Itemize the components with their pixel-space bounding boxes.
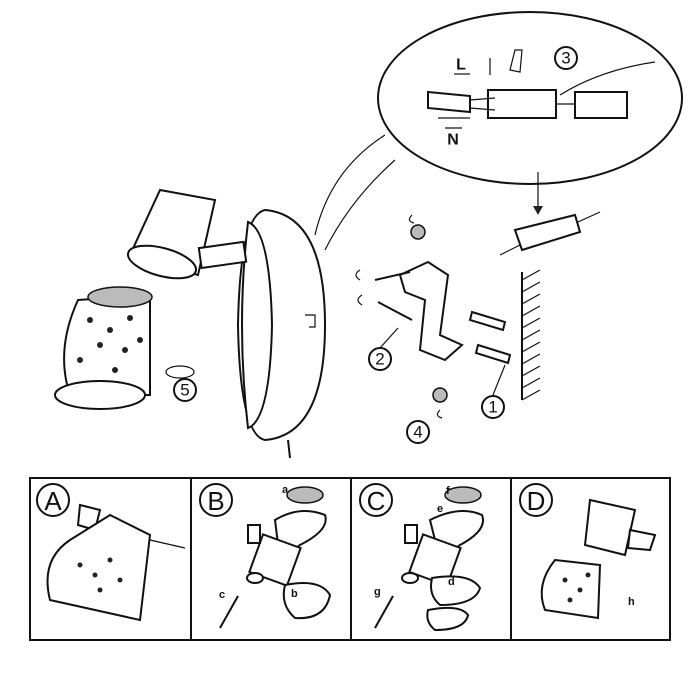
terminal-block <box>499 211 601 256</box>
step-1-badge <box>481 395 505 419</box>
marker-e: e <box>437 503 443 515</box>
panel-a: A <box>36 483 186 622</box>
step-1-number: 1 <box>488 398 497 417</box>
live-wire-label: L <box>456 57 466 74</box>
step-3-number: 3 <box>561 49 570 68</box>
wall-hatch <box>521 269 541 401</box>
marker-c: c <box>219 589 225 601</box>
marker-g: g <box>374 586 381 598</box>
step-2-number: 2 <box>375 350 384 369</box>
marker-f: f <box>446 485 450 497</box>
wiring-detail-balloon <box>314 11 683 251</box>
marker-b: b <box>291 588 298 600</box>
panel-c-label: C <box>367 486 386 516</box>
panel-d-label: D <box>527 486 546 516</box>
marker-d: d <box>448 576 455 588</box>
panel-a-label: A <box>44 486 62 516</box>
step-4-badge <box>406 420 430 444</box>
lamp-wall-plate <box>236 208 327 459</box>
step-4-number: 4 <box>413 423 422 442</box>
neutral-wire-label: N <box>447 132 459 149</box>
marker-h: h <box>628 596 635 608</box>
panel-b-label: B <box>207 486 224 516</box>
panel-c: C d e f g <box>359 483 484 632</box>
glass-shade <box>54 286 153 410</box>
step-2-badge <box>368 347 392 371</box>
lamp-spot-head <box>126 188 248 280</box>
marker-a: a <box>282 484 289 496</box>
wall-plugs <box>468 310 512 365</box>
step-panels <box>29 477 671 641</box>
step-5-number: 5 <box>180 381 189 400</box>
panel-b: B a b c <box>199 483 332 629</box>
step-5-badge <box>173 378 197 402</box>
mounting-bracket <box>398 260 464 362</box>
screws <box>355 214 448 419</box>
step-3-badge <box>554 46 578 70</box>
panel-d: D h <box>519 483 657 620</box>
